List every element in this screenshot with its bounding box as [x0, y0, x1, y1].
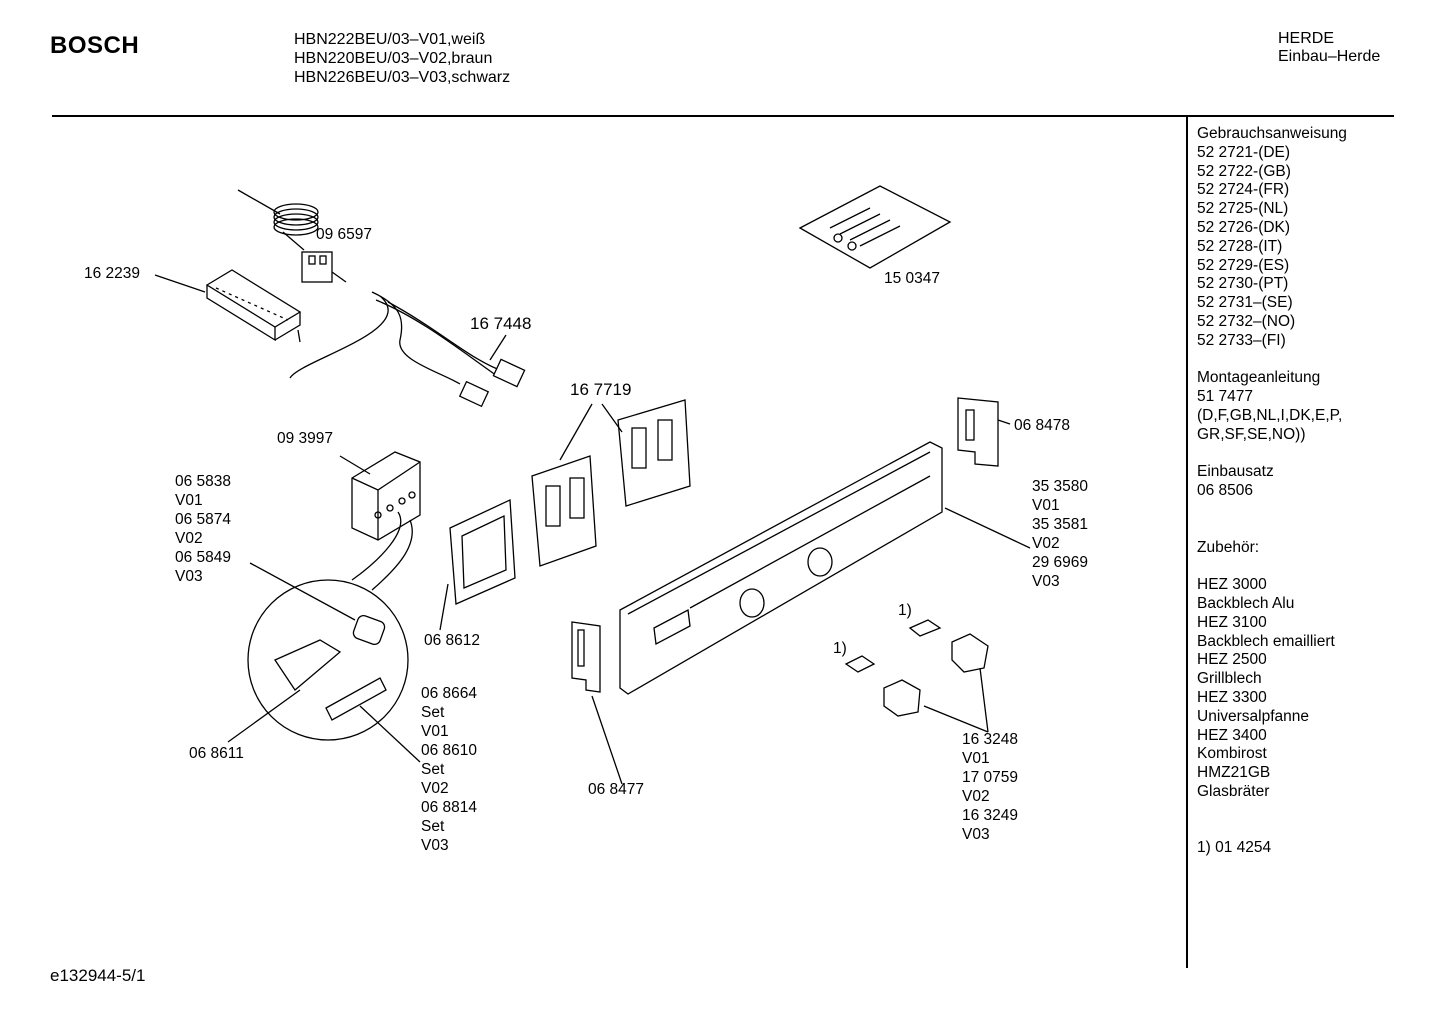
sidebar-divider — [1186, 117, 1188, 968]
accessory-item: Universalpfanne — [1197, 707, 1310, 725]
accessory-item: HMZ21GB — [1197, 764, 1271, 782]
drawing-code: e132944-5/1 — [50, 966, 146, 985]
accessory-item: Backblech Alu — [1197, 594, 1295, 612]
part-label-group: 35 3580 V01 35 3581 V02 29 6969 V03 — [1032, 478, 1089, 590]
part-label: 16 7448 — [470, 314, 532, 333]
clock-module-drawing — [351, 451, 421, 541]
display-frame-drawing — [449, 499, 516, 605]
manual-item: 52 2728-(IT) — [1197, 237, 1283, 255]
footnote-text: 1) 01 4254 — [1197, 839, 1272, 857]
part-label: 09 3997 — [277, 430, 334, 447]
category-label: HERDE Einbau–Herde — [1278, 30, 1380, 66]
manual-item: 52 2721-(DE) — [1197, 143, 1291, 161]
screw-bag-drawing — [798, 185, 952, 269]
model-line: HBN226BEU/03–V03,schwarz — [294, 69, 511, 86]
temperature-sensor-drawing — [237, 189, 347, 283]
manual-item: 52 2730-(PT) — [1197, 275, 1289, 293]
accessory-item: HEZ 3000 — [1197, 576, 1267, 594]
manual-item: 52 2732–(NO) — [1197, 312, 1296, 330]
brand-logo: BOSCH — [50, 32, 140, 59]
control-panel-drawing — [619, 441, 943, 695]
footnote-marker: 1) — [833, 640, 847, 657]
switch-block-drawing — [205, 269, 302, 343]
part-label: 06 8612 — [424, 632, 481, 649]
manual-item: 52 2733–(FI) — [1197, 331, 1286, 349]
manual-item: 52 2722-(GB) — [1197, 162, 1291, 180]
manual-title: Gebrauchsanweisung — [1197, 125, 1347, 142]
detail-magnifier-drawing — [247, 511, 413, 741]
part-label: 09 6597 — [316, 226, 373, 243]
part-label: 16 2239 — [84, 265, 141, 282]
accessory-item: Grillblech — [1197, 670, 1262, 688]
footnote-marker: 1) — [898, 602, 912, 619]
model-line: HBN222BEU/03–V01,weiß — [294, 31, 486, 48]
part-label-group: 16 3248 V01 17 0759 V02 16 3249 V03 — [962, 731, 1019, 843]
part-label: 15 0347 — [884, 270, 941, 287]
manual-item: 52 2731–(SE) — [1197, 294, 1293, 312]
category-line: HERDE — [1278, 30, 1335, 47]
accessory-item: HEZ 2500 — [1197, 651, 1267, 669]
documentation-sidebar: Gebrauchsanweisung 52 2721-(DE) 52 2722-… — [1197, 125, 1437, 858]
part-label: 06 8478 — [1014, 417, 1071, 434]
leader-lines — [154, 274, 1031, 785]
manual-item: 52 2726-(DK) — [1197, 218, 1291, 236]
model-line: HBN220BEU/03–V02,braun — [294, 50, 493, 67]
accessory-item: HEZ 3400 — [1197, 726, 1267, 744]
manual-item: 52 2725-(NL) — [1197, 200, 1289, 218]
part-label: 16 7719 — [570, 380, 632, 399]
model-list: HBN222BEU/03–V01,weiß HBN220BEU/03–V02,b… — [294, 30, 510, 87]
part-label: 06 8611 — [189, 745, 244, 762]
accessory-item: Backblech emailliert — [1197, 632, 1335, 650]
exploded-parts-diagram — [154, 185, 1031, 785]
category-line: Einbau–Herde — [1278, 48, 1381, 65]
part-label: 06 8477 — [588, 781, 645, 798]
part-label-group: 06 5838 V01 06 5874 V02 06 5849 V03 — [175, 473, 232, 585]
cable-harness-drawing — [289, 291, 526, 408]
mounting-item: (D,F,GB,NL,I,DK,E,P, — [1197, 406, 1343, 424]
part-label-group: 06 8664 Set V01 06 8610 Set V02 06 8814 … — [421, 685, 478, 854]
mounting-title: Montageanleitung — [1197, 369, 1321, 387]
accessory-item: Glasbräter — [1197, 782, 1270, 800]
accessories-title: Zubehör: — [1197, 538, 1260, 556]
side-bracket-right-drawing — [957, 397, 999, 467]
header-divider — [52, 115, 1394, 117]
kit-item: 06 8506 — [1197, 482, 1254, 500]
manual-item: 52 2724-(FR) — [1197, 181, 1290, 199]
control-knob-drawing — [844, 619, 989, 717]
mounting-item: 51 7477 — [1197, 388, 1254, 406]
side-bracket-left-drawing — [571, 621, 601, 693]
accessory-item: HEZ 3100 — [1197, 613, 1267, 631]
manual-item: 52 2729-(ES) — [1197, 256, 1290, 274]
kit-title: Einbausatz — [1197, 463, 1274, 481]
mounting-item: GR,SF,SE,NO)) — [1197, 425, 1306, 443]
accessory-item: HEZ 3300 — [1197, 688, 1267, 706]
accessory-item: Kombirost — [1197, 745, 1267, 763]
mounting-bracket-drawing — [531, 399, 691, 567]
